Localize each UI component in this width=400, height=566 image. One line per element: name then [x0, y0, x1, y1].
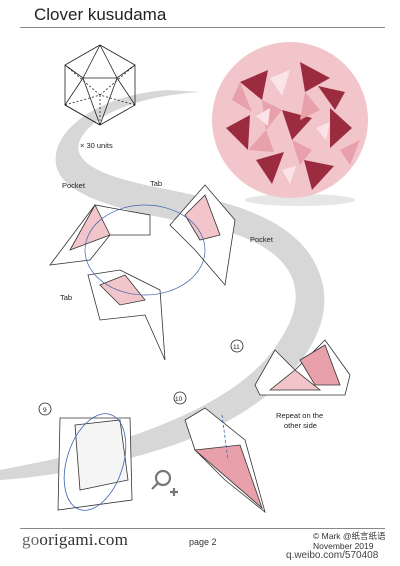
- step-9-number: 9: [43, 407, 47, 414]
- tab-label-2: Tab: [60, 293, 72, 302]
- icosahedron-diagram: [64, 44, 136, 126]
- step-9-badge: [38, 402, 52, 416]
- step-9-diagram: [57, 413, 133, 511]
- module-diagram-top: [49, 184, 236, 361]
- pocket-label-1: Pocket: [62, 181, 86, 190]
- zoom-in-icon: [151, 469, 178, 496]
- step-10-badge: [173, 391, 187, 405]
- step-11-badge: [230, 339, 244, 353]
- background-swoosh: [0, 90, 325, 480]
- step-10-number: 10: [175, 396, 183, 403]
- pocket-label-2: Pocket: [250, 235, 274, 244]
- step-11-diagram: [254, 339, 351, 396]
- kusudama-photo: [212, 42, 368, 206]
- title-rule: [20, 27, 385, 28]
- step-11-number: 11: [233, 344, 240, 351]
- credit-block: © Mark @纸言纸语 November 2019: [313, 531, 386, 551]
- repeat-line-2: other side: [284, 421, 317, 430]
- page-title: Clover kusudama: [34, 5, 167, 24]
- step-10-diagram: [184, 407, 266, 514]
- footer-rule: [20, 528, 385, 529]
- repeat-line-1: Repeat on the: [276, 411, 323, 420]
- credit-author: © Mark @纸言纸语: [313, 531, 386, 541]
- site-logo: goorigami.com: [22, 530, 129, 549]
- watermark-text: q.weibo.com/570408: [286, 550, 379, 561]
- tab-label-1: Tab: [150, 179, 162, 188]
- credit-date: November 2019: [313, 541, 374, 551]
- units-label: × 30 units: [80, 141, 113, 150]
- page-number: page 2: [189, 537, 217, 547]
